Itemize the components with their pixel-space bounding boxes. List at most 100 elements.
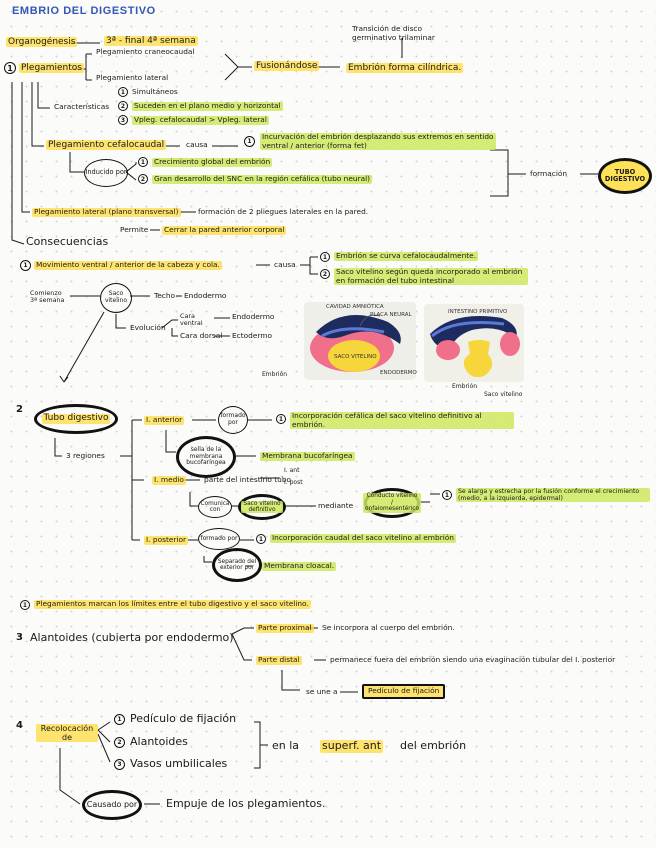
causado-oval: Causado por [82,790,142,820]
inducido-item-1: Crecimiento global del embrión [152,157,273,167]
ant-sella-oval: sella de la membrana bucofaríngea [176,436,236,478]
recolocacion-label: Recolocación de [36,724,98,743]
incurvation-num: 1 [244,136,255,147]
cylinder-label: Embrión forma cilíndrica. [346,63,464,74]
lateral-plano-label: Plegamiento lateral (plano transversal) [32,207,181,217]
limites-text: Plegamientos marcan los límites entre el… [34,599,311,609]
fig-left-caption-2: PLACA NEURAL [370,312,412,318]
caracteristicas-label: Características [54,102,110,111]
plegamientos-number: 1 [4,62,16,74]
medio-conducto-oval: Conducto vitelino / onfalomesentérico [363,488,422,518]
recol-item-2: Alantoides [130,735,188,748]
i-anterior-label: I. anterior [144,415,185,425]
causa-label: causa [186,140,208,149]
recol-num-1: 1 [114,714,125,725]
mov-item-1: Embrión se curva cefalocaudalmente. [334,251,479,261]
organogenesis-label: Organogénesis [6,37,78,48]
medio-parte: parte del intestino tubo [204,475,292,484]
endodermo2-label: Endodermo [232,312,275,321]
post-membrana: Membrana cloacal. [262,561,337,571]
lateral-label: Plegamiento lateral [96,73,169,82]
fig-right-caption-2: Embrión [452,383,478,390]
post-separado-oval: Separado del exterior por [212,548,262,582]
permite-label: Permite [120,225,149,234]
se-une-label: se une a [306,687,338,696]
caract-item-2: Suceden en el plano medio y horizontal [132,101,283,111]
mov-num-2: 2 [320,269,330,279]
proximal-text: Se incorpora al cuerpo del embrión. [322,623,455,632]
fig-left-caption-3: SACO VITELINO [334,354,377,360]
tubo-digestivo-oval: TUBO DIGESTIVO [598,158,652,194]
tubo-label: Tubo digestivo [41,413,111,424]
post-item-num: 1 [256,534,266,544]
caract-num-1: 1 [118,87,128,97]
embryo-figure-left [304,302,416,380]
inducido-num-1: 1 [138,157,148,167]
cara-dorsal-label: Cara dorsal [180,331,223,340]
medio-alarga-text: Se alarga y estrecha por la fusión confo… [456,488,650,503]
medio-conducto-label: Conducto vitelino / onfalomesentérico [363,493,422,513]
inducido-item-2: Gran desarrollo del SNC en la región cef… [152,174,373,184]
fig-left-caption-1: CAVIDAD AMNIÓTICA [326,304,384,310]
transition-text: Transición de disco germinativo trilamin… [352,24,435,42]
craneocaudal-label: Plegamiento craneocaudal [96,47,195,56]
movimiento-text: Movimiento ventral / anterior de la cabe… [34,260,222,270]
recolocacion-number: 4 [16,720,23,731]
saco-vitelino-oval: Saco vitelino [100,283,132,313]
i-posterior-label: I. posterior [144,535,189,545]
ant-item-num: 1 [276,414,286,424]
medio-alarga-num: 1 [442,490,452,500]
medio-saco-oval: Saco vitelino definitivo [238,494,286,520]
recol-item-3: Vasos umbilicales [130,757,228,770]
ant-formado-oval: formado por [218,406,248,434]
tubo-number: 2 [16,404,23,415]
regiones-label: 3 regiones [66,451,105,460]
medio-comunica-oval: Comunica con [198,496,232,518]
fig-left-caption-4: ENDODERMO [380,370,417,376]
i-medio-label: I. medio [152,475,186,485]
alantoides-number: 3 [16,632,23,643]
comienzo-label: Comienzo 3ª semana [30,289,65,305]
evolucion-label: Evolución [130,323,166,332]
embryo-figure-right [424,304,524,382]
tubo-oval: Tubo digestivo [34,404,118,434]
caract-item-1: Simultáneos [132,87,178,96]
caract-num-3: 3 [118,115,128,125]
limites-num: 1 [20,600,30,610]
alantoides-label: Alantoides (cubierta por endodermo) [30,631,234,644]
post-item-text: Incorporación caudal del saco vitelino a… [270,533,456,543]
medio-saco-label: Saco vitelino definitivo [241,500,283,514]
permite-text: Cerrar la pared anterior corporal [162,225,287,235]
caract-item-3: Vpleg. cefalocaudal > Vpleg. lateral [132,115,269,125]
movimiento-causa: causa [274,260,296,269]
cara-ventral-label: Cara ventral [180,312,203,328]
recol-item-1: Pedículo de fijación [130,712,237,725]
caract-num-2: 2 [118,101,128,111]
empuje-text: Empuje de los plegamientos. [166,797,326,810]
medio-sub-1: I. ant [284,467,300,474]
medio-mediante: mediante [318,501,354,510]
movimiento-num: 1 [20,260,31,271]
distal-text: permanece fuera del embrión siendo una e… [330,655,616,664]
consecuencias-label: Consecuencias [26,235,109,248]
formacion-label: formación [530,169,568,178]
endodermo-label: Endodermo [184,291,227,300]
medio-sub-2: I. post [284,479,303,486]
ant-item-text: Incorporación cefálica del saco vitelino… [290,411,514,430]
pediculo-box: Pedículo de fijación [362,684,446,699]
fig-right-caption-3: Saco vitelino [484,391,523,398]
page-title: EMBRIO DEL DIGESTIVO [12,5,156,17]
recol-num-3: 3 [114,759,125,770]
distal-label: Parte distal [256,655,302,665]
fig-left-caption-5: Embrión [262,371,288,378]
plegamientos-label: Plegamientos [19,63,84,74]
techo-label: Techo [154,291,176,300]
fig-right-caption-1: INTESTINO PRIMITIVO [448,309,508,315]
proximal-label: Parte proximal [256,623,314,633]
incurvation-text: Incurvación del embrión desplazando sus … [260,132,496,151]
recol-superf: superf. ant [320,739,384,753]
ectodermo-label: Ectodermo [232,331,273,340]
lateral-text: formación de 2 pliegues laterales en la … [198,207,369,216]
inducido-oval: Inducido por [84,159,128,187]
mov-num-1: 1 [320,252,330,262]
